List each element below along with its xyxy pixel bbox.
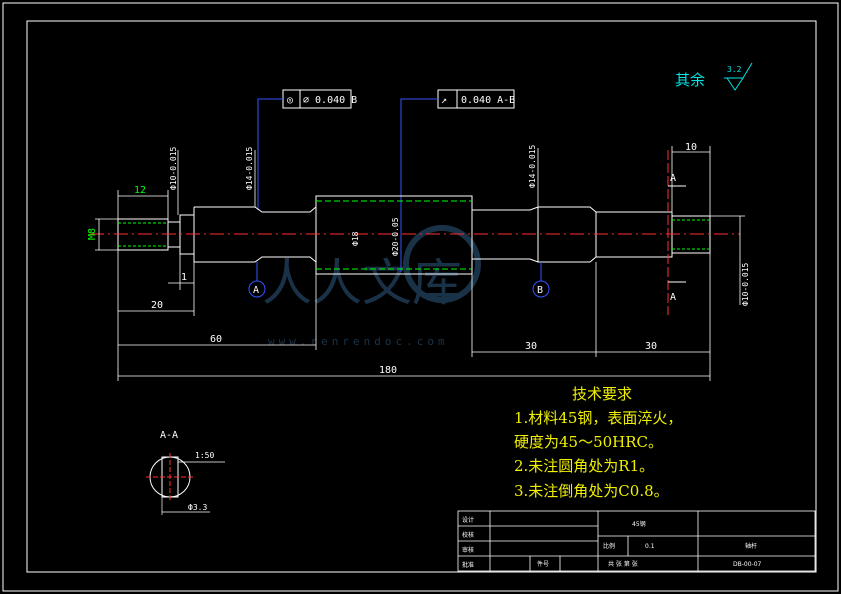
tb-qty-label: 件号 [537, 560, 549, 568]
title-block [457, 510, 816, 572]
tb-part-name: 轴杆 [745, 542, 757, 550]
roughness-value: 3.2 [727, 65, 742, 74]
tb-row-3: 审核 [462, 546, 474, 554]
dim-thread: M8 [87, 228, 98, 240]
section-taper: 1:50 [195, 451, 214, 460]
watermark: 人人文库 www.renrendoc.com [262, 225, 481, 348]
dim-d2: Ф14-0.015 [245, 146, 254, 190]
tech-item-4: 3.未注倒角处为C0.8。 [514, 482, 669, 500]
dim-right-end: 30 [645, 341, 657, 352]
tb-footer: 共 张 第 张 [608, 560, 638, 568]
tolerance-frame-runout: ↗ 0.040 A-B [400, 89, 515, 272]
tb-row-1: 设计 [462, 516, 474, 524]
svg-text:0.040 A-B: 0.040 A-B [461, 95, 515, 106]
section-label: A-A [160, 430, 178, 441]
dim-d1: Ф10-0.015 [169, 146, 178, 190]
dim-groove: 1 [181, 272, 187, 283]
svg-text:B: B [537, 285, 543, 296]
dim-collar-right: 30 [525, 341, 537, 352]
svg-text:A: A [253, 285, 259, 296]
runout-icon: ↗ [441, 95, 447, 106]
dim-d3: Ф18 [351, 231, 360, 246]
cut-label-bottom: A [670, 292, 676, 303]
dimension-lines [95, 146, 745, 381]
cut-label-top: A [670, 173, 676, 184]
tolerance-frame-concentricity: ◎ ⌀ 0.040 B [257, 89, 357, 210]
dim-d4: Ф20-0.05 [391, 217, 400, 256]
tech-item-2: 硬度为45～50HRC。 [514, 433, 663, 451]
datum-a: A [248, 262, 266, 298]
section-dia: Ф3.3 [188, 503, 207, 512]
dim-right-top: 10 [685, 142, 697, 153]
tb-row-4: 批准 [462, 561, 474, 569]
tb-material: 45钢 [632, 520, 646, 528]
svg-text:⌀ 0.040 B: ⌀ 0.040 B [303, 95, 357, 106]
dim-d5: Ф14-0.015 [528, 144, 537, 188]
section-cut-marks [667, 150, 686, 315]
roughness-label: 其余 [675, 71, 705, 89]
roughness-symbol [726, 62, 753, 91]
inner-frame [26, 20, 817, 573]
datum-b: B [532, 262, 550, 298]
watermark-url: www.renrendoc.com [268, 335, 449, 348]
tb-drawing-no: DB-00-07 [733, 561, 762, 568]
tech-title: 技术要求 [572, 385, 632, 403]
tech-item-1: 1.材料45钢，表面淬火， [514, 409, 682, 427]
concentricity-icon: ◎ [287, 95, 293, 106]
section-view: A-A 1:50 Ф3.3 [146, 430, 225, 515]
dim-left-step: 20 [151, 300, 163, 311]
tb-row-2: 校核 [462, 531, 474, 539]
dim-total: 180 [379, 365, 397, 376]
dim-thread-length: 12 [134, 185, 146, 196]
tb-scale-label: 比例 [603, 542, 615, 550]
tech-requirements: 技术要求 1.材料45钢，表面淬火， 硬度为45～50HRC。 2.未注圆角处为… [514, 385, 682, 500]
dim-to-collar: 60 [210, 334, 222, 345]
tech-item-3: 2.未注圆角处为R1。 [514, 457, 654, 475]
tb-scale-value: 0.1 [645, 543, 655, 550]
watermark-text: 人人文库 [262, 254, 462, 312]
dim-d6: Ф10-0.015 [741, 262, 750, 306]
